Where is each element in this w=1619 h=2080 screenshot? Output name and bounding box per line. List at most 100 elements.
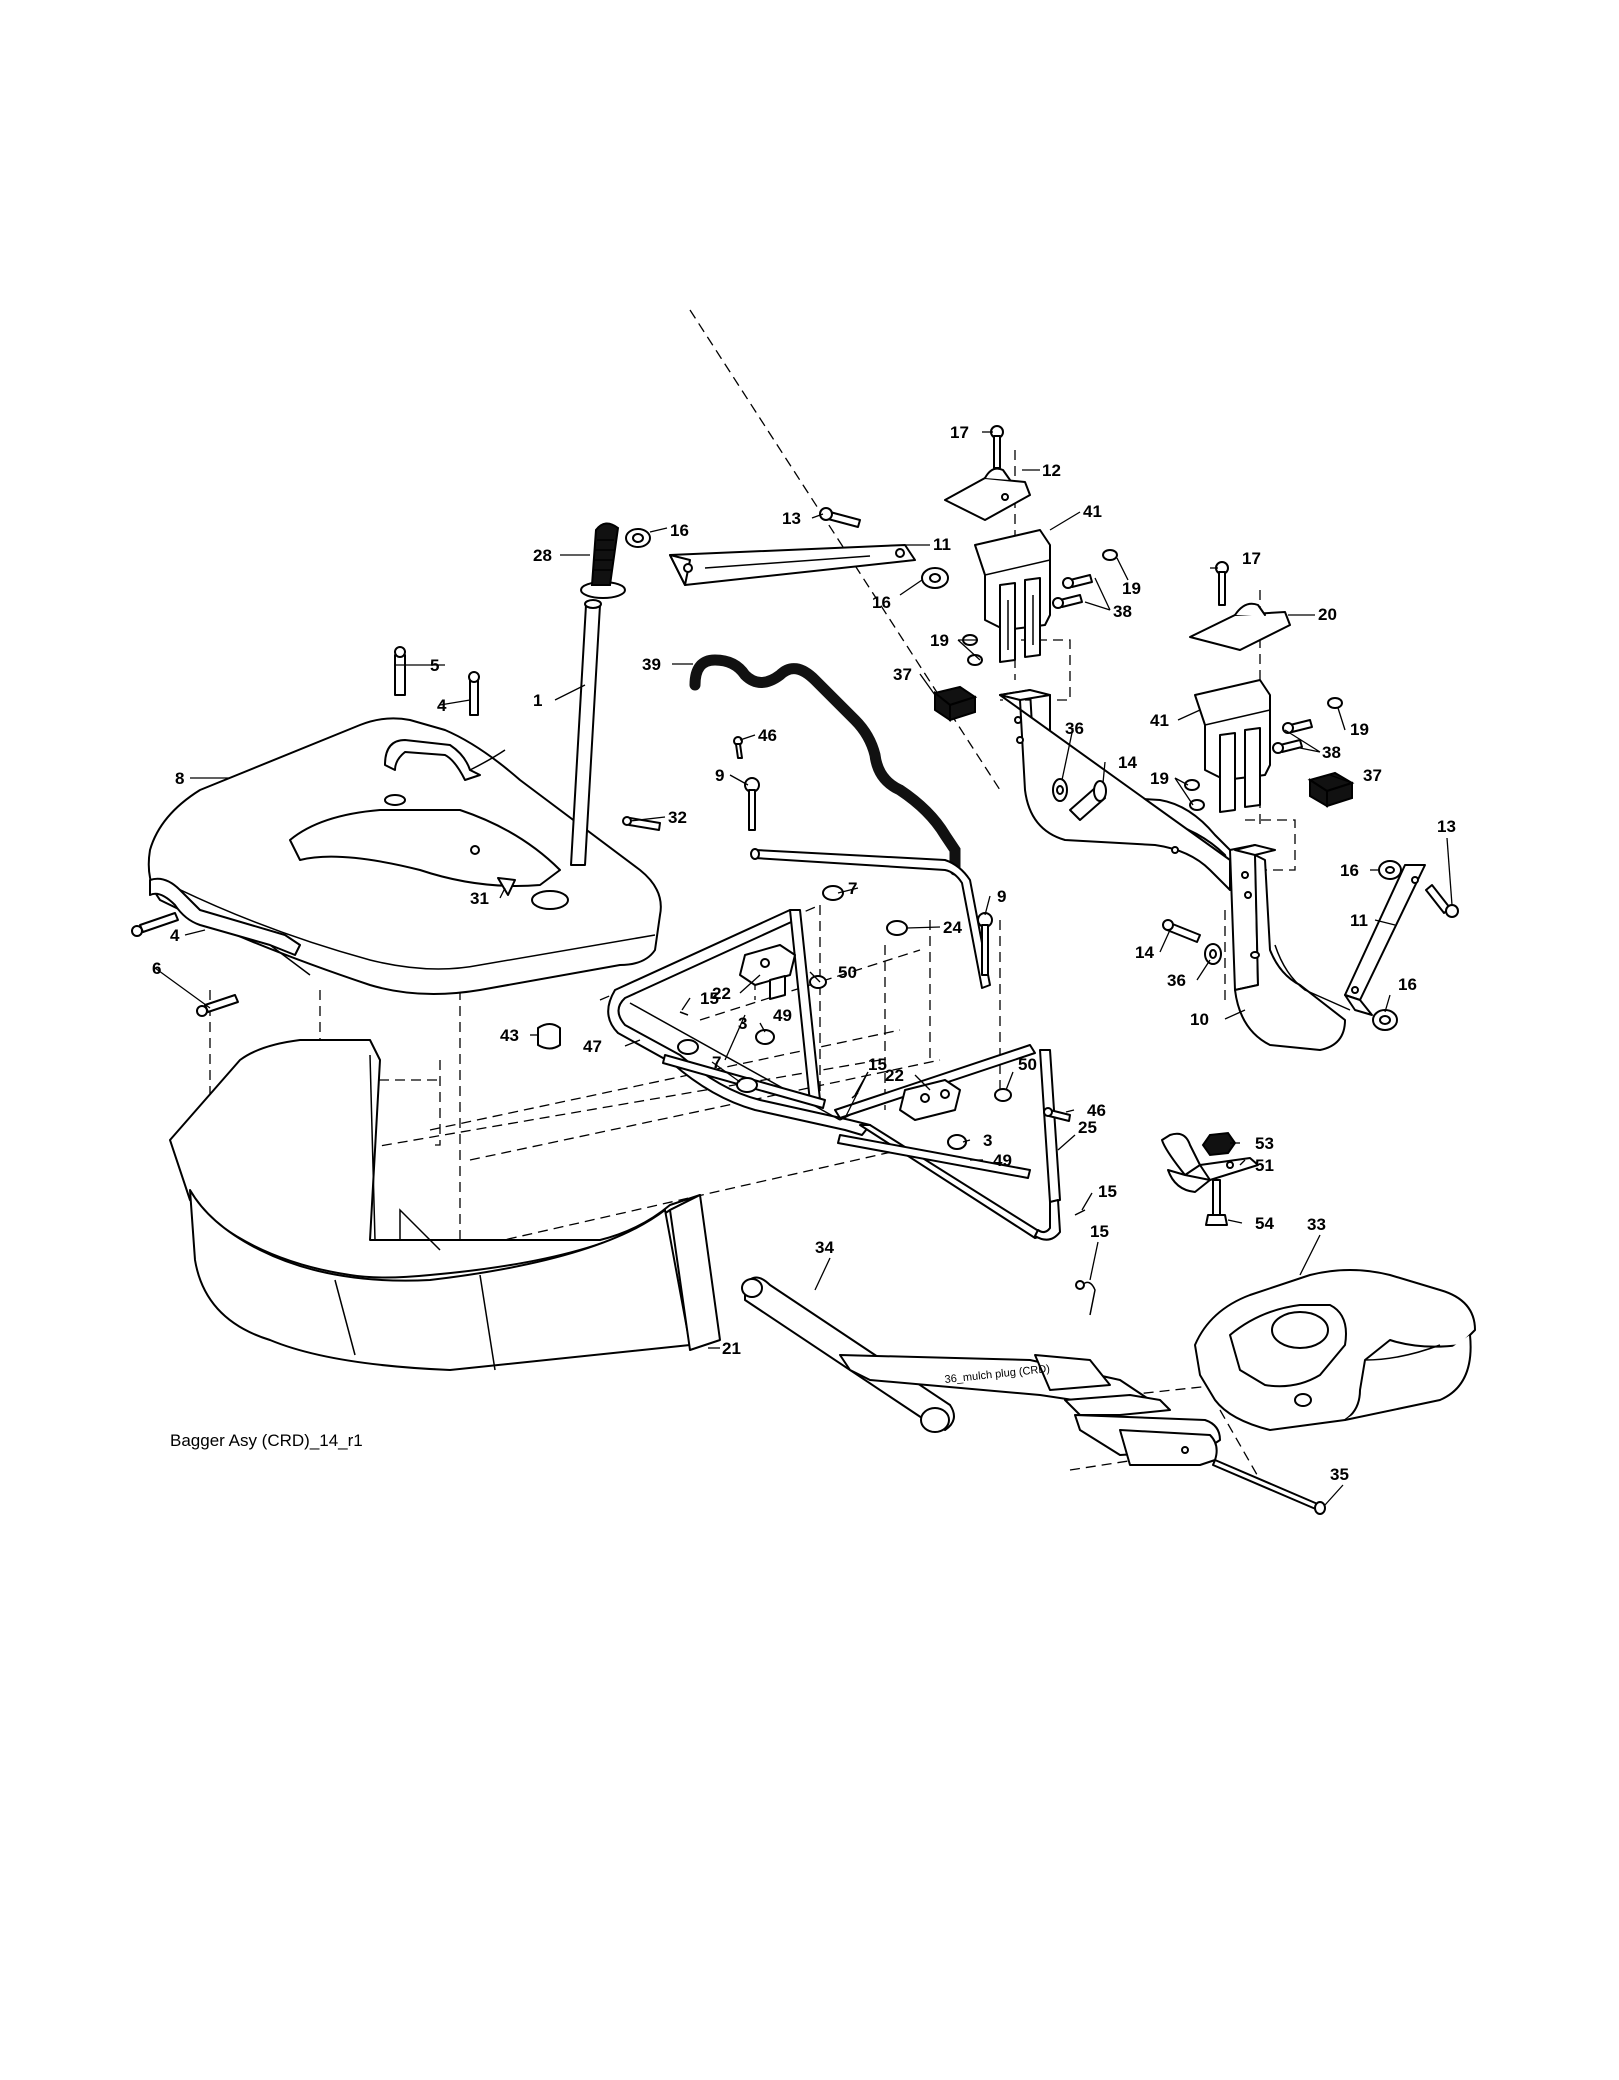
- bolt-17-b: [1215, 561, 1229, 606]
- callout-8: 8: [175, 769, 184, 788]
- clamp-12: [944, 467, 1031, 521]
- callout-15: 15: [868, 1055, 887, 1074]
- bolt-14-a: [1069, 780, 1107, 821]
- bolt-54: [1205, 1179, 1228, 1226]
- callout-5: 5: [430, 656, 439, 675]
- callout-16: 16: [1340, 861, 1359, 880]
- nut-3-b: [947, 1134, 967, 1150]
- rod-35: [1212, 1459, 1326, 1515]
- callout-36: 36: [1167, 971, 1186, 990]
- callout-7: 7: [848, 879, 857, 898]
- callout-53: 53: [1255, 1134, 1274, 1153]
- callout-28: 28: [533, 546, 552, 565]
- bolt-6-b: [196, 994, 239, 1017]
- bracket-11-lower: [1344, 864, 1426, 1016]
- spring-rod: [689, 654, 961, 876]
- callout-37: 37: [1363, 766, 1382, 785]
- rod-24: [750, 848, 991, 989]
- callout-24: 24: [943, 918, 962, 937]
- callout-15: 15: [1098, 1182, 1117, 1201]
- callout-11: 11: [933, 535, 951, 554]
- handle-34: [741, 1276, 955, 1433]
- callout-51: 51: [1255, 1156, 1274, 1175]
- callout-49: 49: [993, 1151, 1012, 1170]
- callout-15: 15: [700, 989, 719, 1008]
- nut-7-a: [822, 885, 908, 936]
- callout-19: 19: [1150, 769, 1169, 788]
- callout-41: 41: [1150, 711, 1169, 730]
- deflector-33: [1194, 1269, 1476, 1431]
- callout-22: 22: [712, 984, 731, 1003]
- bolt-13-b: [1425, 884, 1459, 918]
- lid-handle-front: [149, 877, 311, 976]
- callout-16: 16: [872, 593, 891, 612]
- clip-31: [497, 877, 516, 896]
- nut-16-a: [625, 528, 651, 548]
- callout-54: 54: [1255, 1214, 1274, 1233]
- callout-16: 16: [1398, 975, 1417, 994]
- screws-38-b: [1272, 719, 1313, 754]
- nut-7-b: [677, 1039, 758, 1093]
- bolt-13-a: [819, 507, 861, 528]
- bolt-9-b: [977, 912, 993, 976]
- callout-19: 19: [930, 631, 949, 650]
- nut-16-d: [1372, 1009, 1398, 1031]
- callout-4: 4: [437, 696, 447, 715]
- bagger-bag: [169, 1039, 721, 1371]
- callout-32: 32: [668, 808, 687, 827]
- callout-20: 20: [1318, 605, 1337, 624]
- callout-38: 38: [1322, 743, 1341, 762]
- callout-1: 1: [533, 691, 542, 710]
- nut-3-a: [755, 1029, 775, 1045]
- lever-grip: [580, 522, 626, 599]
- nut-53: [1201, 1131, 1237, 1157]
- callout-49: 49: [773, 1006, 792, 1025]
- callout-39: 39: [642, 655, 661, 674]
- cap-43: [537, 1023, 561, 1050]
- bracket-22-b: [899, 1079, 961, 1121]
- bolt-46-a: [733, 736, 743, 759]
- bumper-37-a: [932, 685, 978, 722]
- bagger-lid: [147, 717, 662, 995]
- bracket-11-upper: [669, 544, 916, 586]
- callout-13: 13: [1437, 817, 1456, 836]
- callout-labels: 17 12 13 16 11 41 28 19 38 16 17 20 19 3…: [152, 423, 1456, 1484]
- callout-46: 46: [758, 726, 777, 745]
- bolt-6-a: [131, 912, 179, 937]
- callout-35: 35: [1330, 1465, 1349, 1484]
- callout-15: 15: [1090, 1222, 1109, 1241]
- callout-22: 22: [885, 1066, 904, 1085]
- callout-10: 10: [1190, 1010, 1209, 1029]
- callout-43: 43: [500, 1026, 519, 1045]
- nut-50-a: [809, 975, 827, 989]
- callout-4: 4: [170, 926, 180, 945]
- callout-6: 6: [152, 959, 161, 978]
- bolt-14-b: [1162, 919, 1201, 943]
- bolt-5-b: [468, 671, 480, 716]
- callout-14: 14: [1135, 943, 1154, 962]
- callout-36: 36: [1065, 719, 1084, 738]
- callout-25: 25: [1078, 1118, 1097, 1137]
- deflector-plate: [839, 1354, 1151, 1411]
- nut-50-b: [994, 1088, 1012, 1102]
- lever-rod: [570, 599, 602, 866]
- screws-38-a: [1052, 574, 1093, 609]
- callout-9: 9: [997, 887, 1006, 906]
- nut-16-c: [1378, 860, 1402, 880]
- callout-50: 50: [1018, 1055, 1037, 1074]
- callout-50: 50: [838, 963, 857, 982]
- pin-15-d: [1075, 1280, 1096, 1316]
- pins-15: [679, 1011, 1086, 1216]
- hitch-bracket-10: [999, 689, 1351, 1051]
- bolt-9-a: [744, 777, 760, 831]
- callout-47: 47: [583, 1037, 602, 1056]
- diagram-caption: Bagger Asy (CRD)_14_r1: [170, 1431, 363, 1450]
- bolt-46-b: [1043, 1107, 1071, 1122]
- callout-33: 33: [1307, 1215, 1326, 1234]
- bracket-22-a: [739, 944, 796, 1000]
- callout-31: 31: [470, 889, 489, 908]
- nuts-19-b: [1184, 697, 1343, 811]
- callout-3: 3: [738, 1014, 747, 1033]
- callout-12: 12: [1042, 461, 1061, 480]
